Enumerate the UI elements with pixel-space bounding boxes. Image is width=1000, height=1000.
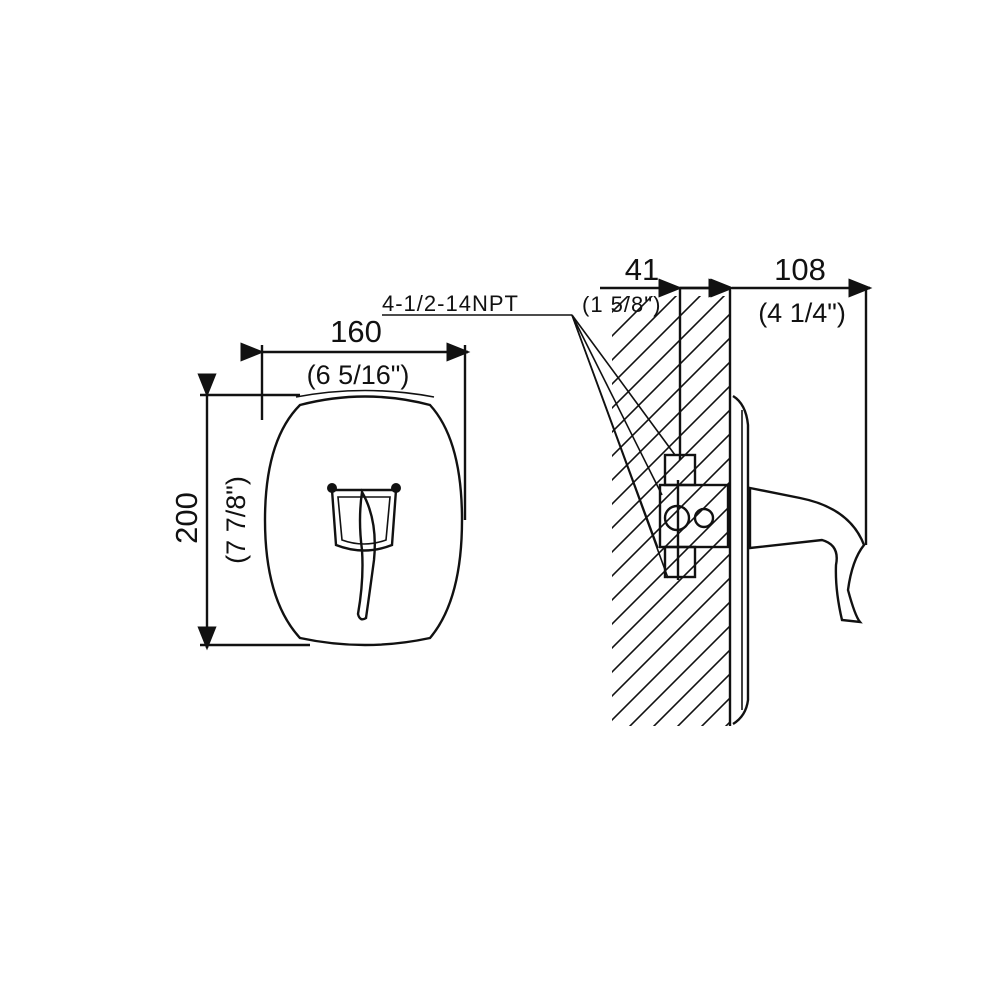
width-mm-label: 160 bbox=[330, 314, 382, 349]
height-mm-label: 200 bbox=[169, 492, 204, 544]
hatch-line bbox=[612, 296, 630, 314]
hatch-line bbox=[612, 296, 726, 410]
wall-hatching bbox=[600, 150, 750, 900]
hatch-line bbox=[612, 504, 730, 626]
hatch-line bbox=[600, 726, 750, 876]
hatch-line bbox=[612, 408, 730, 530]
lever-side bbox=[748, 486, 866, 624]
hatch-line bbox=[612, 576, 730, 698]
hatch-line bbox=[676, 672, 730, 726]
thread-label: 4-1/2-14NPT bbox=[382, 291, 519, 316]
hatch-line bbox=[700, 696, 730, 726]
hatch-line bbox=[612, 360, 730, 482]
thread-leader-lines bbox=[382, 314, 676, 579]
hatch-line bbox=[628, 624, 730, 726]
hatch-line bbox=[612, 312, 730, 434]
hatch-line bbox=[612, 456, 730, 578]
projection-in-label: (4 1/4") bbox=[758, 298, 846, 328]
plate-inner-edge bbox=[295, 389, 435, 398]
trim-plate-side bbox=[732, 394, 750, 726]
hatch-line bbox=[612, 296, 654, 338]
height-in-label: (7 7/8") bbox=[221, 476, 251, 564]
hatch-line bbox=[612, 528, 730, 650]
cover-plate bbox=[263, 395, 464, 647]
depth-in-label: (1 5/8") bbox=[582, 292, 661, 317]
hatch-line bbox=[652, 648, 730, 726]
hatch-line bbox=[612, 600, 730, 722]
hatch-line bbox=[612, 384, 730, 506]
hatch-line bbox=[600, 750, 750, 900]
front-view: 160 (6 5/16") 200 (7 7/8") bbox=[169, 314, 471, 651]
hatch-line bbox=[612, 432, 730, 554]
handle-base bbox=[330, 488, 398, 552]
lever-handle bbox=[356, 488, 376, 621]
hatch-line bbox=[724, 720, 730, 726]
width-in-label: (6 5/16") bbox=[307, 360, 410, 390]
projection-mm-label: 108 bbox=[774, 252, 826, 287]
depth-mm-label: 41 bbox=[625, 252, 659, 287]
hatch-line bbox=[612, 480, 730, 602]
hatch-line bbox=[600, 150, 750, 300]
hatch-line bbox=[612, 336, 730, 458]
hatch-line bbox=[612, 296, 702, 386]
hatch-line bbox=[612, 552, 730, 674]
side-view: 4-1/2-14NPT 41 (1 5/8") 108 (4 1/4") bbox=[382, 150, 873, 900]
